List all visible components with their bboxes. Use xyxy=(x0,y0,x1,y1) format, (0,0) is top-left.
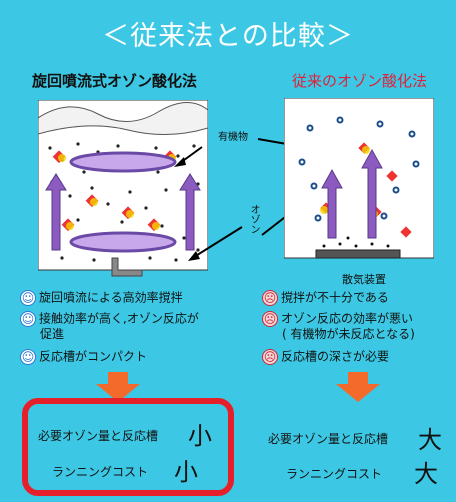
left-feature-list: ☺旋回噴流による高効率撹拌 ☺接触効率が高く,オゾン反応が 促進 ☺反応槽がコン… xyxy=(20,290,199,365)
right-feature-2: ☹オゾン反応の効率が悪い ( 有機物が未反応となる) xyxy=(262,311,415,341)
left-feature-3: ☺反応槽がコンパクト xyxy=(20,349,148,365)
right-result-2-value: 大 xyxy=(414,460,438,488)
right-result-2-label: ランニングコスト xyxy=(286,467,383,481)
left-result-1-value: 小 xyxy=(188,422,212,450)
conventional-vertical-arrows xyxy=(321,148,383,239)
right-feature-1: ☹撹拌が不十分である xyxy=(262,290,389,306)
swirl-flow-loops xyxy=(69,151,177,253)
diffuser-bar xyxy=(315,249,401,259)
sad-icon: ☹ xyxy=(262,290,278,306)
conventional-tank-diagram xyxy=(284,98,434,259)
smile-icon: ☺ xyxy=(20,290,36,306)
right-column-heading: 従来のオゾン酸化法 xyxy=(292,72,428,90)
ozone-label: オゾン xyxy=(248,204,259,234)
left-result-2-value: 小 xyxy=(174,458,198,486)
organic-label: 有機物 xyxy=(218,132,248,143)
smile-icon: ☺ xyxy=(20,349,36,365)
smile-icon: ☺ xyxy=(20,311,36,327)
right-result-1-label: 必要オゾン量と反応槽 xyxy=(268,432,389,446)
conventional-bubbles xyxy=(298,116,420,222)
conventional-bottom-bubbles xyxy=(322,236,390,248)
swirl-tank-foam xyxy=(38,102,208,135)
page-title: ＜従来法との比較＞ xyxy=(102,21,354,52)
left-result-1-label: 必要オゾン量と反応槽 xyxy=(38,429,159,443)
swirl-nozzle xyxy=(111,257,143,277)
left-feature-2: ☺接触効率が高く,オゾン反応が 促進 xyxy=(20,311,199,341)
diffuser-label: 散気装置 xyxy=(342,273,386,286)
left-down-arrow-icon xyxy=(96,372,140,402)
right-feature-3: ☹反応槽の深さが必要 xyxy=(262,349,390,365)
swirl-tank-diagram xyxy=(38,100,208,277)
ozone-pointer-left xyxy=(193,226,243,258)
right-down-arrow-icon xyxy=(336,372,380,402)
left-result-2-label: ランニングコスト xyxy=(52,465,149,479)
left-column-heading: 旋回噴流式オゾン酸化法 xyxy=(32,72,198,90)
sad-icon: ☹ xyxy=(262,349,278,365)
left-result-box xyxy=(22,398,234,496)
right-result-1-value: 大 xyxy=(418,426,442,454)
right-feature-list: ☹撹拌が不十分である ☹オゾン反応の効率が悪い ( 有機物が未反応となる) ☹反… xyxy=(262,290,415,365)
sad-icon: ☹ xyxy=(262,311,278,327)
conventional-tank-body xyxy=(284,98,434,259)
left-feature-1: ☺旋回噴流による高効率撹拌 xyxy=(20,290,183,306)
swirl-vertical-arrows xyxy=(45,173,201,251)
